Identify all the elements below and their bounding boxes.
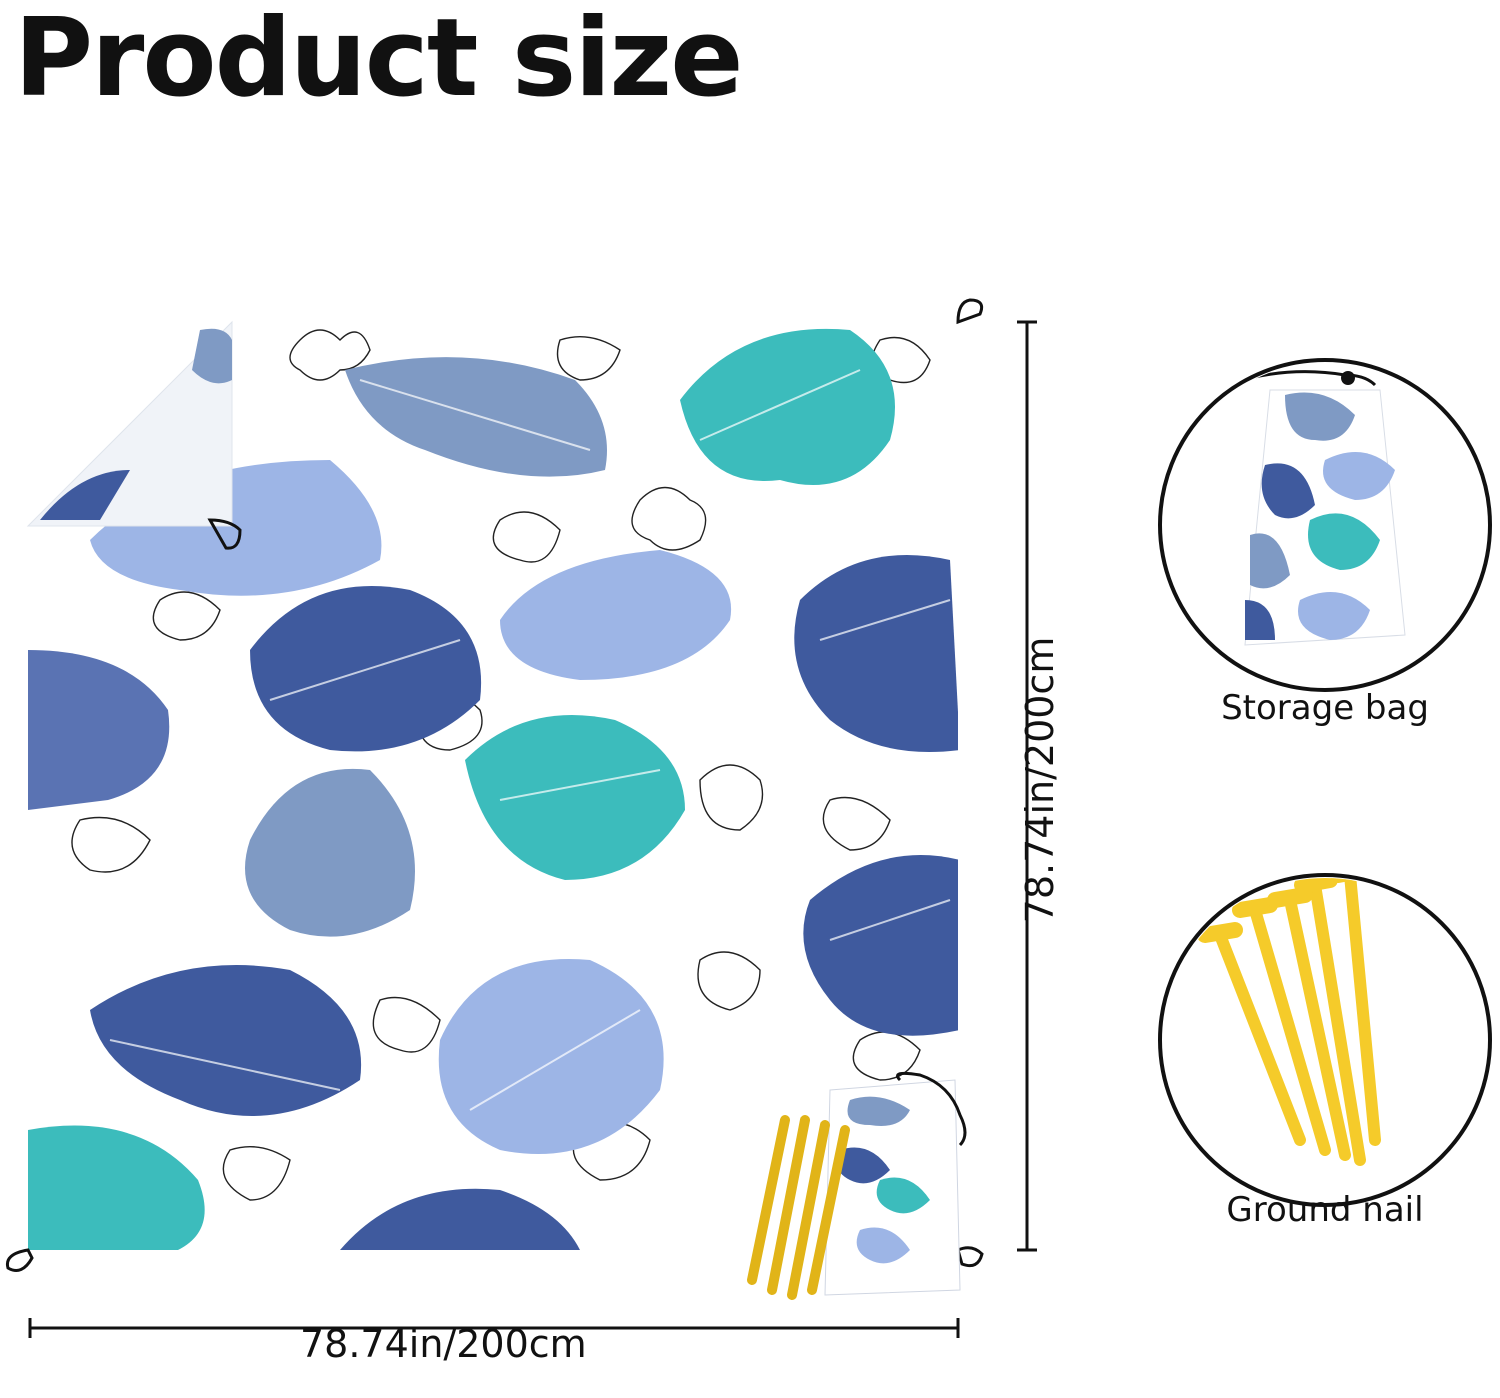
- storage-bag-label: Storage bag: [1221, 688, 1429, 728]
- picnic-mat: [5, 298, 984, 1272]
- leaf-teal-3: [28, 1125, 205, 1250]
- leaf-navy-6: [340, 1188, 580, 1250]
- width-dimension-line: [28, 1318, 960, 1338]
- leaf-navy-3: [28, 650, 170, 810]
- leaf-teal-1: [680, 328, 895, 485]
- page-title: Product size: [14, 0, 743, 121]
- height-dimension-label: 78.74in/200cm: [1018, 636, 1062, 924]
- height-dimension-line: [1017, 320, 1037, 1252]
- leaf-periwinkle-3: [438, 959, 664, 1154]
- leaf-teal-2: [465, 715, 685, 880]
- mat-ground-nails: [747, 1115, 850, 1300]
- leaf-periwinkle-2: [500, 550, 732, 680]
- ground-nail-icon: [1158, 873, 1492, 1207]
- mat-storage-bag: [824, 1071, 967, 1296]
- leaf-navy-4: [803, 855, 958, 1036]
- flower-outlines: [71, 329, 931, 1201]
- storage-bag-icon: [1158, 358, 1492, 692]
- leaf-slate-2: [245, 768, 415, 937]
- leaf-slate-1: [345, 357, 607, 477]
- width-dimension-label: 78.74in/200cm: [300, 1322, 587, 1366]
- leaf-navy-1: [250, 586, 482, 752]
- ground-nail-label: Ground nail: [1226, 1190, 1424, 1230]
- leaf-navy-2: [794, 555, 958, 752]
- leaf-navy-5: [90, 965, 362, 1116]
- corner-loops: [5, 298, 984, 1272]
